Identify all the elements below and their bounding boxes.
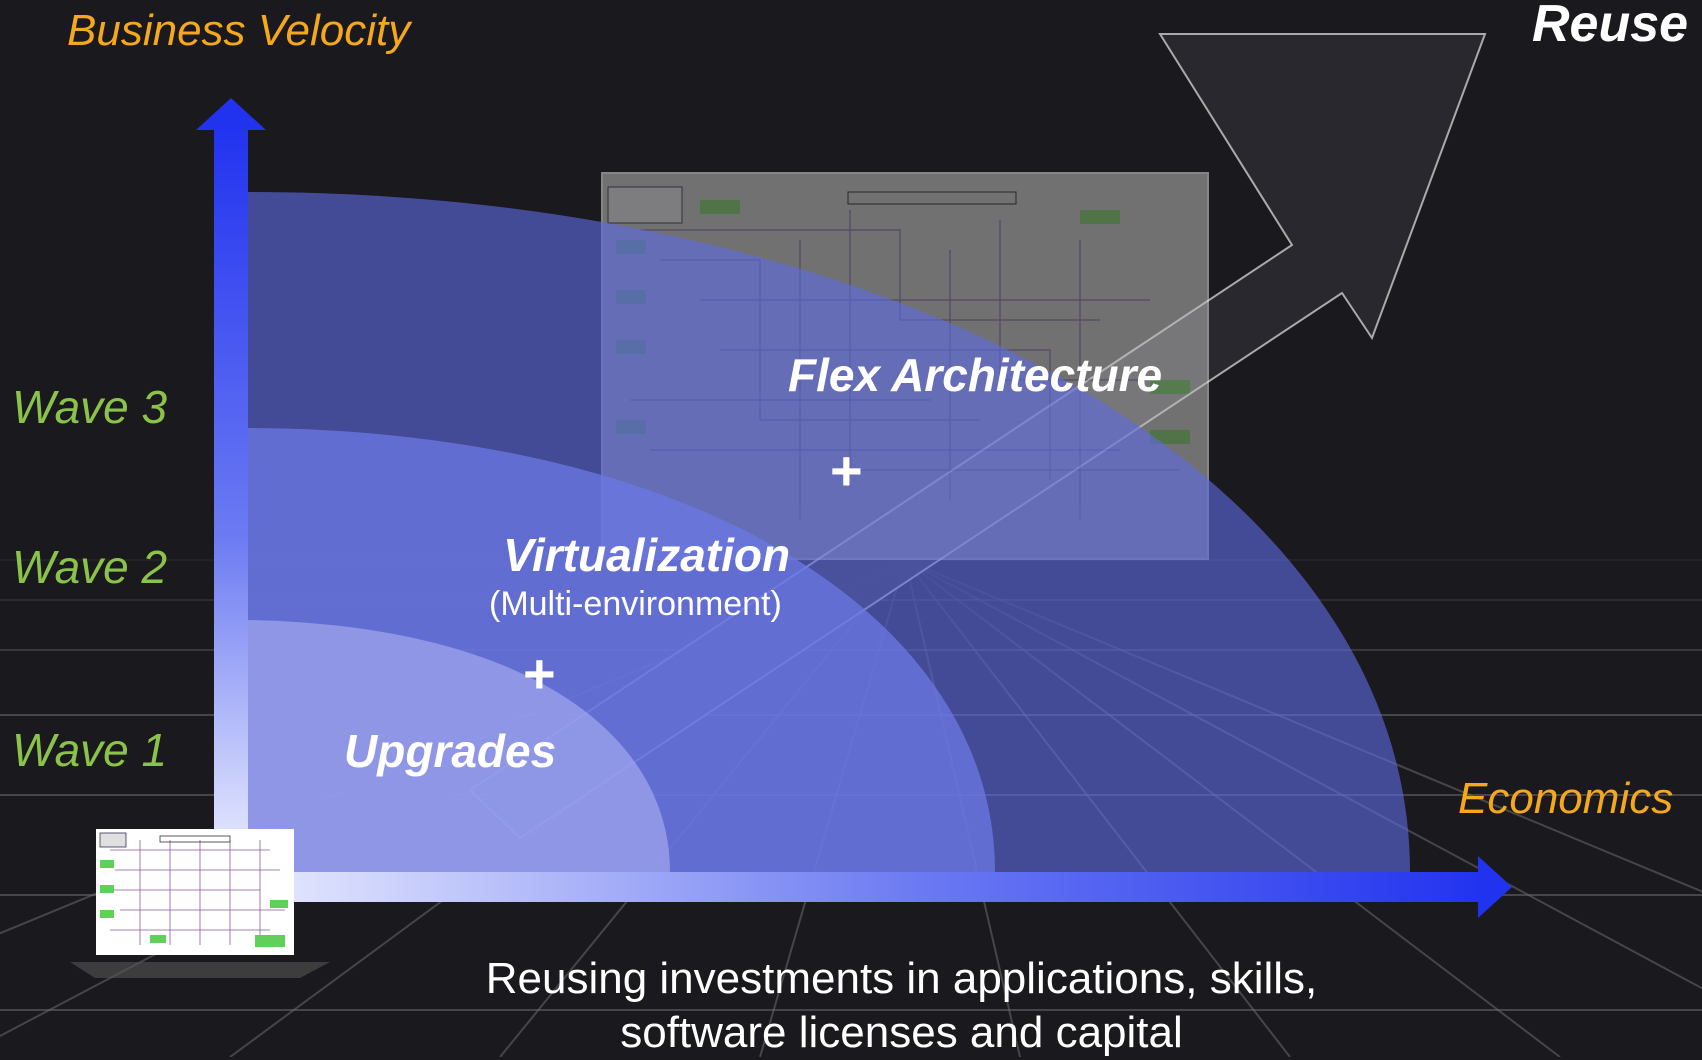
x-axis-title: Economics (1458, 774, 1674, 823)
caption-line-2: software licenses and capital (620, 1008, 1183, 1057)
upgrades-label: Upgrades (344, 725, 557, 777)
y-axis-title: Business Velocity (67, 6, 411, 55)
wave-1-region (248, 620, 670, 872)
x-axis-arrow (214, 856, 1512, 918)
flex-architecture-label: Flex Architecture (788, 349, 1163, 401)
caption-line-1: Reusing investments in applications, ski… (485, 954, 1318, 1003)
plus-sign-1: + (523, 642, 556, 705)
wave-2-label: Wave 2 (12, 541, 168, 593)
reuse-label: Reuse (1532, 0, 1689, 53)
plus-sign-2: + (830, 439, 863, 502)
caption: Reusing investments in applications, ski… (380, 952, 1423, 1060)
virtualization-sub-label: (Multi-environment) (489, 585, 782, 623)
virtualization-label: Virtualization (503, 529, 791, 581)
wave-3-label: Wave 3 (12, 381, 168, 433)
y-axis-arrow (196, 98, 266, 873)
wave-1-label: Wave 1 (12, 724, 168, 776)
application-diagram-thumbnail (70, 829, 330, 978)
